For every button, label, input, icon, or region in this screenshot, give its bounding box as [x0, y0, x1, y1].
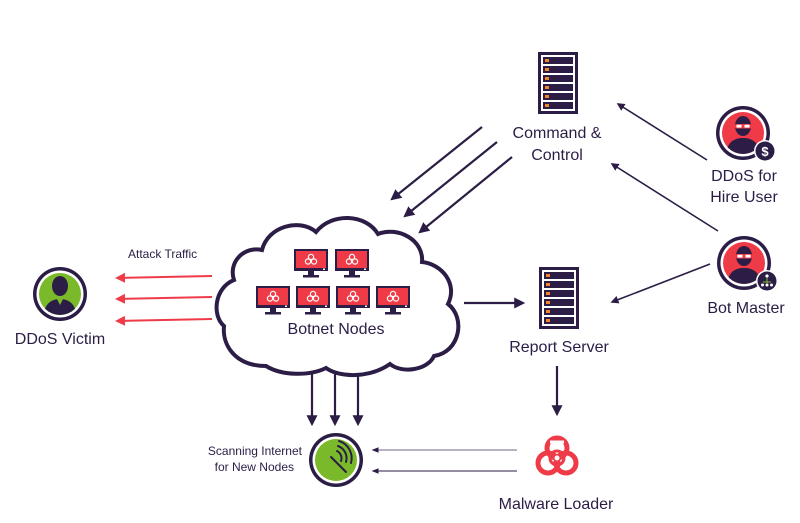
node-ddos-victim[interactable]: DDoS Victim — [15, 267, 105, 348]
edge-bot-master-to-report-server — [610, 263, 711, 304]
edge-command-control-to-botnet-2 — [403, 141, 498, 218]
edge-ddos-for-hire-to-command-control — [616, 103, 708, 161]
report-server-label: Report Server — [509, 339, 609, 356]
command-control-label-line1: Command & — [513, 125, 602, 142]
node-malware-loader[interactable]: Malware Loader — [499, 435, 614, 513]
network-hierarchy-icon — [756, 270, 778, 292]
node-command-control[interactable]: Command & Control — [513, 52, 602, 164]
edge-bot-master-to-command-control — [610, 163, 719, 232]
server-icon — [539, 267, 579, 329]
edges: Attack Traffic — [115, 103, 719, 474]
ddos-for-hire-label-line2: Hire User — [710, 189, 778, 206]
edge-command-control-to-botnet-1 — [390, 126, 483, 201]
svg-text:$: $ — [761, 144, 769, 159]
node-scanner[interactable]: Scanning Internet for New Nodes — [208, 433, 363, 487]
scanner-label-line2: for New Nodes — [215, 460, 294, 474]
node-botnet[interactable]: Botnet Nodes — [214, 216, 461, 378]
edge-command-control-to-botnet-3 — [418, 156, 513, 234]
biohazard-icon — [535, 435, 579, 476]
signal-scan-icon — [309, 433, 363, 487]
botnet-label: Botnet Nodes — [288, 321, 385, 338]
command-control-label-line2: Control — [531, 147, 583, 164]
bot-master-label: Bot Master — [707, 300, 785, 317]
node-bot-master[interactable]: Bot Master — [707, 236, 785, 317]
edge-attack-traffic-1 — [115, 272, 213, 283]
server-icon — [538, 52, 578, 114]
edge-attack-traffic-3 — [115, 315, 213, 326]
ddos-victim-label: DDoS Victim — [15, 331, 105, 348]
ddos-for-hire-label-line1: DDoS for — [711, 168, 777, 185]
node-report-server[interactable]: Report Server — [509, 267, 609, 356]
scanner-label-line1: Scanning Internet — [208, 444, 303, 458]
user-avatar-icon — [33, 267, 87, 321]
node-ddos-for-hire-user[interactable]: $ DDoS for Hire User — [710, 106, 778, 206]
dollar-icon: $ — [754, 140, 776, 162]
edge-attack-traffic-2 — [115, 293, 213, 304]
malware-loader-label: Malware Loader — [499, 496, 614, 513]
attack-traffic-label: Attack Traffic — [128, 247, 197, 261]
